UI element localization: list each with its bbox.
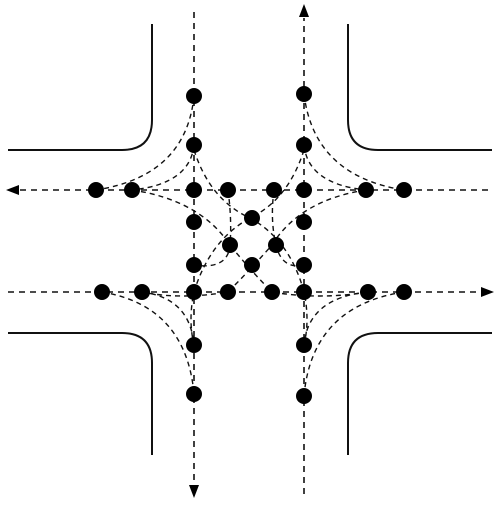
arrow-east-icon	[481, 287, 494, 297]
conflict-point	[186, 182, 202, 198]
conflict-point	[266, 182, 282, 198]
conflict-point	[186, 214, 202, 230]
turn-arc-nw	[131, 144, 195, 191]
through-lanes	[8, 12, 488, 494]
direction-arrows	[6, 4, 494, 498]
turn-left-4	[141, 189, 367, 297]
conflict-point	[134, 284, 150, 300]
conflict-point	[296, 257, 312, 273]
conflict-point	[186, 386, 202, 402]
curb-top-left	[8, 24, 153, 151]
conflict-point	[296, 214, 312, 230]
conflict-point	[296, 337, 312, 353]
conflict-point	[186, 88, 202, 104]
conflict-point	[358, 182, 374, 198]
conflict-point	[220, 182, 236, 198]
arrow-west-icon	[6, 185, 19, 195]
conflict-point	[396, 182, 412, 198]
conflict-point	[296, 137, 312, 153]
conflict-point	[264, 284, 280, 300]
turn-arc-sw	[141, 291, 195, 346]
conflict-point	[296, 388, 312, 404]
conflict-point	[296, 284, 312, 300]
conflict-point	[396, 284, 412, 300]
curb-bottom-left	[8, 332, 153, 455]
conflict-point	[222, 237, 238, 253]
conflict-point	[268, 237, 284, 253]
conflict-point	[296, 182, 312, 198]
turn-left-2	[190, 149, 305, 346]
conflict-point	[88, 182, 104, 198]
turn-right-nw	[95, 95, 195, 191]
conflict-point	[360, 284, 376, 300]
conflict-point	[220, 284, 236, 300]
curb-top-right	[347, 24, 492, 151]
turn-right-ne	[303, 93, 405, 191]
conflict-point	[186, 284, 202, 300]
conflict-point	[124, 182, 140, 198]
conflict-point	[244, 210, 260, 226]
conflict-point	[186, 257, 202, 273]
arrow-north-icon	[299, 4, 309, 17]
curb-bottom-right	[347, 332, 492, 455]
turn-paths	[95, 93, 405, 397]
turn-left-1	[193, 149, 308, 346]
arrow-south-icon	[189, 485, 199, 498]
turn-right-sw	[101, 291, 195, 395]
turn-left-3	[131, 189, 369, 297]
conflict-point	[244, 257, 260, 273]
turn-left-5	[193, 189, 232, 267]
conflict-point	[186, 337, 202, 353]
conflict-point	[94, 284, 110, 300]
turn-right-se	[303, 291, 405, 397]
conflict-points	[88, 86, 412, 404]
turn-arc-ne	[303, 144, 367, 191]
curbs	[8, 24, 492, 455]
conflict-point	[186, 137, 202, 153]
conflict-point	[296, 86, 312, 102]
